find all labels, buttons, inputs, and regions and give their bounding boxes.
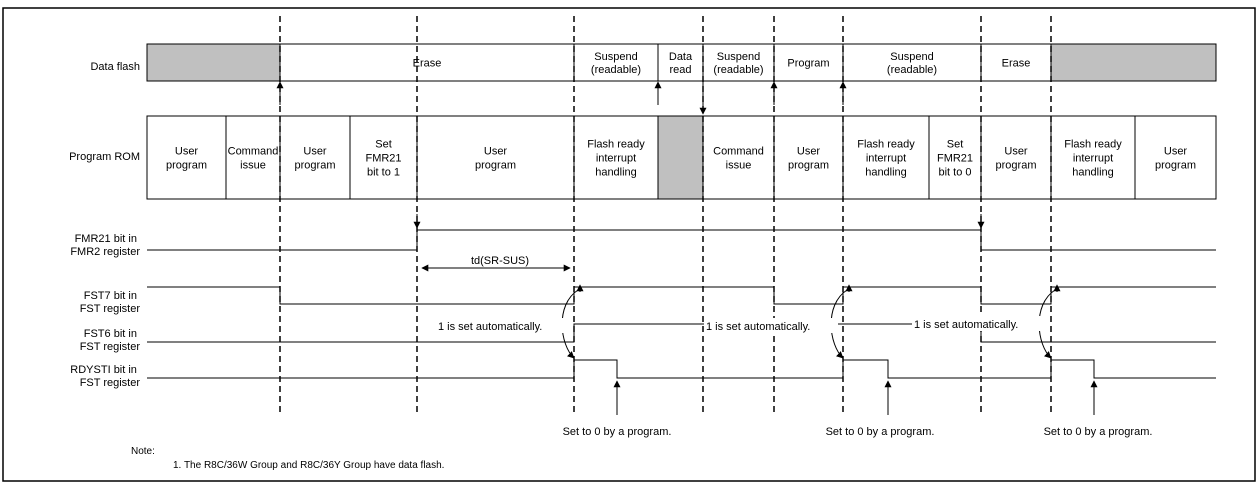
program-rom-segment [702, 115, 775, 200]
data-flash-segment-label: Erase [413, 57, 442, 69]
set-to-zero-label-2: Set to 0 by a program. [826, 426, 935, 438]
timing-dimension-label: td(SR-SUS) [471, 255, 529, 267]
signal-labels: Data flash Program ROM FMR21 bit in FMR2… [69, 61, 140, 389]
rdysti-waveform [147, 359, 1216, 379]
data-flash-segment-label: Suspend(readable) [887, 51, 937, 76]
data-flash-segment [657, 43, 704, 82]
auto-set-label-2: 1 is set automatically. [706, 321, 810, 333]
set-to-zero-label-3: Set to 0 by a program. [1044, 426, 1153, 438]
auto-set-label-3: 1 is set automatically. [914, 319, 1018, 331]
program-rom-segment [225, 115, 281, 200]
label-fmr21: FMR21 bit in FMR2 register [70, 233, 140, 258]
note-heading: Note: [131, 446, 155, 457]
program-rom-segment [1134, 115, 1217, 200]
program-rom-segment [416, 115, 575, 200]
label-data-flash: Data flash [90, 61, 140, 73]
data-flash-segment-label: Suspend(readable) [591, 51, 641, 76]
event-arrows [276, 81, 1061, 292]
data-flash-segment [279, 43, 575, 82]
diagram-frame [2, 7, 1256, 482]
data-flash-segment-label: Erase [1002, 57, 1031, 69]
label-rdysti: RDYSTI bit in FST register [70, 364, 140, 389]
data-flash-segment [146, 43, 281, 82]
note-item: 1. The R8C/36W Group and R8C/36Y Group h… [173, 460, 444, 471]
program-rom-segment [573, 115, 659, 200]
auto-set-label-1: 1 is set automatically. [438, 321, 542, 333]
set-to-zero-pointers [613, 380, 1098, 415]
program-rom-segment [657, 115, 704, 200]
program-rom-segment [842, 115, 930, 200]
auto-set-annotations: 1 is set automatically. 1 is set automat… [436, 316, 1047, 333]
label-fst7: FST7 bit in FST register [80, 290, 141, 315]
program-rom-segment [773, 115, 844, 200]
data-flash-segment-label: Program [787, 57, 829, 69]
data-flash-segment-label: Suspend(readable) [713, 51, 763, 76]
data-flash-segment [702, 43, 775, 82]
data-flash-segment [773, 43, 844, 82]
data-flash-segment [1050, 43, 1217, 82]
fmr21-waveform [147, 229, 1216, 251]
fst6-waveform [147, 323, 1216, 343]
set-to-zero-label-1: Set to 0 by a program. [563, 426, 672, 438]
set-to-zero-labels: Set to 0 by a program. Set to 0 by a pro… [563, 426, 1153, 438]
data-flash-segment [573, 43, 659, 82]
data-flash-segment [842, 43, 982, 82]
label-fst6: FST6 bit in FST register [80, 328, 141, 353]
note: Note: 1. The R8C/36W Group and R8C/36Y G… [131, 446, 444, 471]
program-rom-segment [928, 115, 982, 200]
program-rom-segment [1050, 115, 1136, 200]
fst7-waveform [147, 286, 1216, 305]
program-rom-segment [146, 115, 227, 200]
label-program-rom: Program ROM [69, 151, 140, 163]
program-rom-segment [980, 115, 1052, 200]
program-rom-segment [279, 115, 351, 200]
